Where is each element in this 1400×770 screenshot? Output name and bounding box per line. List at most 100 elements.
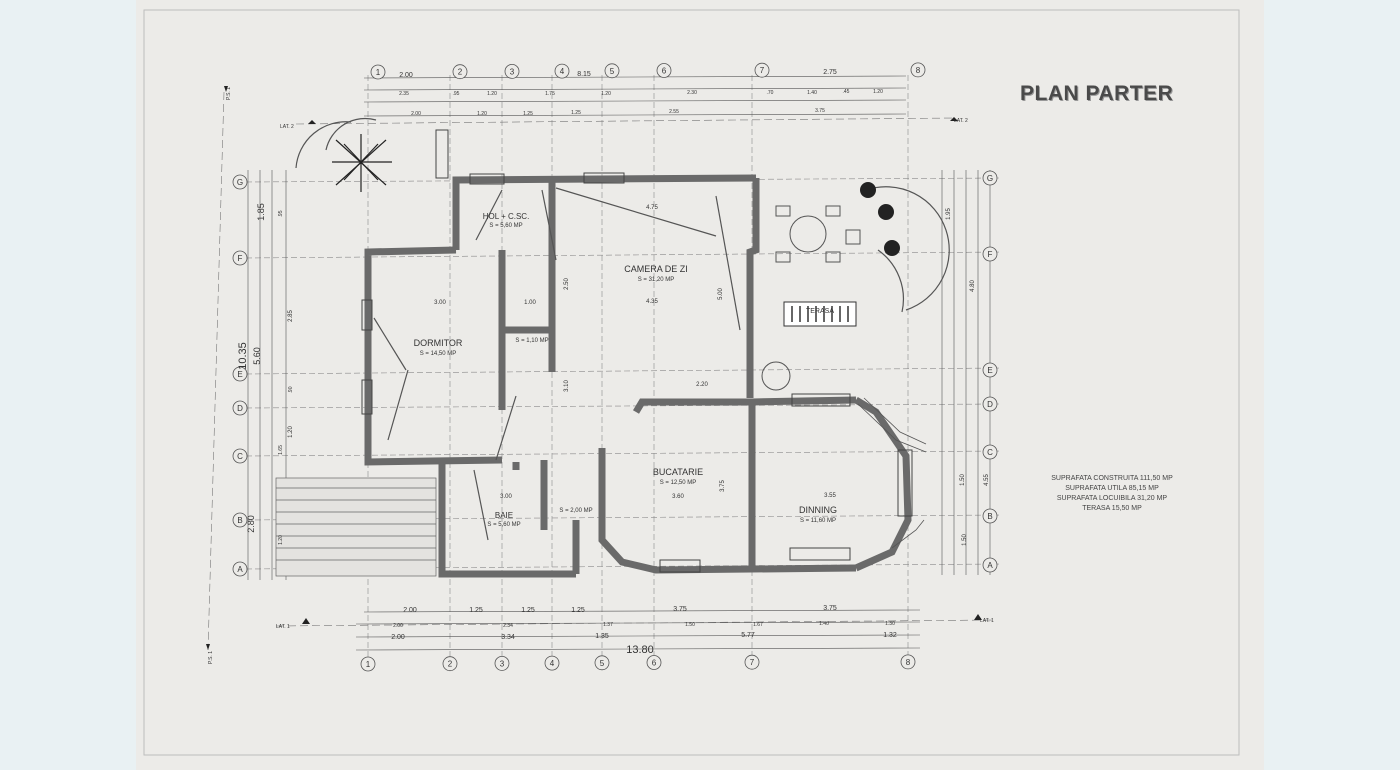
axis-bubble-right-B-circle (982, 508, 998, 524)
area-summary-line: SUPRAFATA UTILA 85,15 MP (1065, 485, 1159, 492)
section-mark-lat2-left: LAT. 2 (280, 124, 294, 130)
dim-bottom-3: 1.25 (521, 607, 535, 614)
section-arrows (206, 86, 982, 650)
axis-bubble-right-E: E (987, 366, 992, 375)
section-line-left (207, 91, 225, 651)
dim-bottom-r2-3: 1.37 (603, 622, 613, 628)
room-area-small-2: S = 2,00 MP (559, 508, 592, 514)
axis-bubble-top-2-circle (452, 64, 468, 80)
room-name-terasa: TERASA (806, 308, 834, 315)
axis-bubble-left-B-circle (232, 512, 248, 528)
section-mark-lat2-right: LAT. 2 (954, 118, 968, 124)
dim-int-3: 3.00 (434, 300, 446, 306)
section-line-top (295, 117, 957, 125)
axis-bubble-top-3-circle (504, 64, 520, 79)
axis-bubble-left-C: C (237, 452, 243, 461)
dim-top-r2-5: 1.20 (601, 91, 611, 97)
dim-int-7: 3.55 (824, 493, 836, 499)
room-area-small-1: S = 1,10 MP (515, 338, 548, 344)
section-mark-lat1-left: LAT. 1 (276, 624, 290, 630)
axis-bubble-bottom-7: 7 (750, 658, 755, 667)
axis-bubble-left-C-circle (232, 448, 248, 464)
sheet-border (143, 9, 1240, 756)
room-area-bucatarie: S = 12,50 MP (660, 480, 697, 486)
area-summary-line: TERASA 15,50 MP (1082, 505, 1142, 512)
room-labels: DORMITOR S = 14,50 MP CAMERA DE ZI S = 3… (414, 212, 837, 528)
dim-top-r2-10: 1.20 (873, 89, 883, 95)
axis-bubble-bottom-8-circle (900, 654, 916, 670)
room-name-bucatarie: BUCATARIE (653, 467, 703, 477)
terasa-grill (783, 301, 857, 327)
room-area-hol: S = 5,60 MP (489, 223, 522, 229)
dim-top-r2-6: 2.30 (687, 90, 697, 96)
axis-bubble-bottom-5: 5 (600, 659, 605, 668)
dim-top-r2-3: 1.20 (487, 91, 497, 97)
dim-top-r3-6: 3.75 (815, 108, 825, 114)
dim-top-r3-1: 2.00 (411, 111, 421, 117)
dim-top-r2-9: .45 (843, 89, 850, 95)
dim-right-3: 1.50 (960, 474, 966, 486)
dim-bottom-r3-1: 2.00 (391, 634, 405, 641)
dim-bottom-r2-5: 1.67 (753, 622, 763, 628)
dim-int-1: 4.75 (646, 205, 658, 211)
axis-bubble-left-E-circle (232, 366, 248, 382)
room-area-dormitor: S = 14,50 MP (420, 351, 457, 357)
area-summary-line: SUPRAFATA CONSTRUITA 111,50 MP (1051, 475, 1173, 482)
dinning-stairs (857, 397, 927, 549)
windows (361, 129, 913, 573)
dim-bottom-2: 1.25 (469, 607, 483, 614)
tree-symbol (332, 134, 392, 192)
dim-bottom-4: 1.25 (571, 607, 585, 614)
axis-bubble-top-8: 8 (916, 66, 921, 75)
area-summary: SUPRAFATA CONSTRUITA 111,50 MP SUPRAFATA… (1032, 474, 1192, 514)
axis-bubble-top-5: 5 (610, 67, 615, 76)
dim-bottom-r2-6: 1.40 (819, 621, 829, 627)
dim-top-r3-2: 1.20 (477, 111, 487, 117)
dim-total: 13.80 (626, 644, 654, 656)
section-mark-ps1-bottom: P.S. 1 (208, 651, 214, 664)
dim-right-5: 1.50 (962, 534, 968, 546)
dim-bottom-r3-4: 5.77 (741, 632, 755, 639)
axis-bubble-top-7: 7 (760, 66, 765, 75)
dim-bottom-r3-2: 3.34 (501, 634, 515, 641)
axis-bubble-bottom-4-circle (544, 655, 560, 671)
dim-top-r2-7: .70 (767, 90, 774, 96)
dim-bottom-r2-7: 1.30 (885, 621, 895, 627)
axis-bubble-left-D: D (237, 404, 243, 413)
dim-bottom-r3-3: 1.35 (595, 633, 609, 640)
dim-top-r3-4: 1.25 (571, 110, 581, 116)
axis-bubble-bottom-7-circle (744, 654, 760, 670)
dim-left-4: 2.80 (246, 515, 256, 533)
dim-int-10: 5.00 (718, 288, 724, 300)
dim-top-r2-1: 2.35 (399, 91, 409, 97)
right-dimension-texts: 1.95 4.80 1.50 4.55 1.50 (946, 208, 990, 546)
dim-top-2: 8.15 (577, 71, 591, 78)
axis-bubble-right-F: F (988, 250, 993, 259)
interior-dimension-texts: 4.75 4.35 3.00 1.00 3.00 3.60 3.55 2.20 … (434, 205, 836, 500)
axis-bubble-bottom-1: 1 (366, 660, 371, 669)
room-name-dormitor: DORMITOR (414, 338, 463, 348)
axis-bubble-left-A-circle (232, 561, 248, 577)
dimension-texts: 2.00 8.15 2.75 2.35 .95 1.20 1.75 1.20 2… (391, 69, 897, 656)
dim-left-2: 10.35 (237, 342, 249, 370)
axis-bubble-bottom-2-circle (442, 656, 458, 672)
axis-bubble-right-G-circle (982, 170, 998, 186)
dim-top-r2-2: .95 (453, 91, 460, 97)
room-name-baie: BAIE (495, 511, 513, 520)
dim-top-r2-8: 1.40 (807, 90, 817, 96)
dim-left-in-4: 1.20 (288, 426, 294, 438)
door-swings (295, 117, 950, 541)
walls (364, 174, 912, 578)
dim-int-6: 3.60 (672, 494, 684, 500)
axis-bubble-right-D: D (987, 400, 993, 409)
dim-int-5: 3.00 (500, 494, 512, 500)
axis-bubble-top-1: 1 (376, 68, 381, 77)
axis-bubble-top-5-circle (604, 63, 620, 79)
dim-left-in-3: .90 (288, 386, 294, 393)
dim-top-1: 2.00 (399, 72, 413, 79)
dim-top-r3-5: 2.55 (669, 109, 679, 115)
room-name-camera-de-zi: CAMERA DE ZI (624, 264, 688, 274)
bottom-dimension-lines (355, 609, 921, 651)
axis-bubble-top-7-circle (754, 62, 770, 78)
